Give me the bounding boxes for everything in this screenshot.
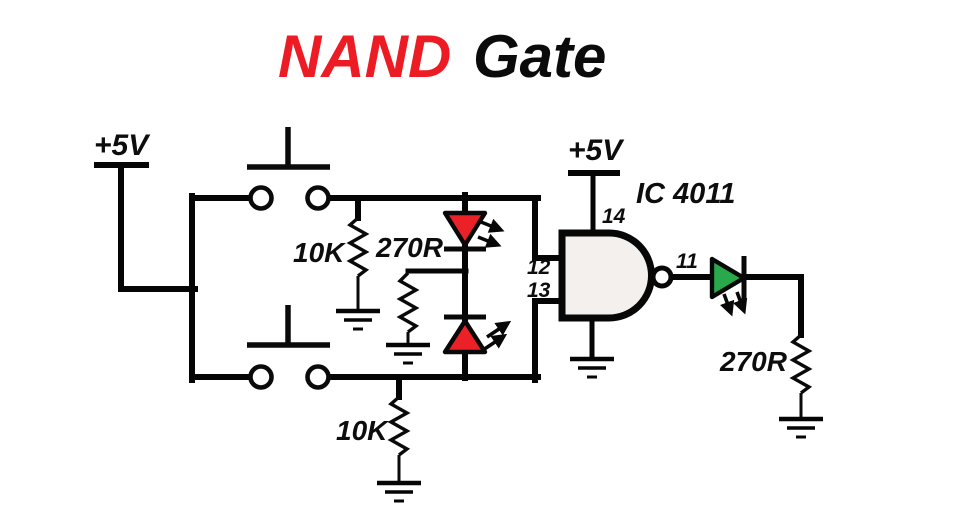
resistor-270r-green — [779, 333, 823, 439]
wire-input-a — [532, 195, 567, 261]
pushbutton-1 — [247, 127, 331, 211]
resistor-10k-top-label: 10K — [293, 237, 346, 268]
ic-name-label: IC 4011 — [636, 178, 735, 210]
resistor-10k-bottom — [377, 374, 421, 503]
wire-input-b — [532, 298, 567, 383]
ground-symbol-1 — [336, 308, 380, 331]
green-led — [709, 256, 748, 317]
page-title-accent: NAND — [278, 23, 451, 90]
supply-left-feed-wire — [118, 164, 198, 292]
pushbutton-1-terminal-right — [305, 185, 331, 211]
ground-symbol-5 — [377, 480, 421, 503]
red-led-2-body — [442, 318, 488, 355]
resistor-10k-bottom-zigzag — [387, 395, 411, 457]
red-led-2 — [442, 314, 512, 355]
red-led-2-light-arrows — [482, 320, 512, 352]
red-led-1-light-arrows — [477, 218, 505, 248]
pushbutton-2 — [247, 305, 331, 390]
pin-13-label: 13 — [527, 279, 551, 302]
red-led-1-body — [442, 210, 488, 248]
resistor-270r-red — [386, 268, 469, 365]
resistor-10k-bottom-label: 10K — [336, 415, 389, 446]
pin-11-label: 11 — [676, 250, 698, 273]
green-led-light-arrows — [719, 291, 748, 317]
wire-output — [668, 274, 804, 338]
pin-14-label: 14 — [602, 205, 626, 228]
resistor-270r-red-zigzag — [396, 271, 420, 334]
supply-ic-rail — [568, 170, 620, 237]
ground-symbol-3 — [570, 356, 614, 379]
pushbutton-2-terminal-left — [248, 364, 274, 390]
ground-symbol-2 — [386, 342, 430, 365]
resistor-270r-green-zigzag — [789, 333, 813, 395]
nand-gate-body — [558, 229, 655, 322]
ground-symbol-4 — [779, 416, 823, 439]
nand-gate-symbol — [558, 229, 674, 379]
green-led-body — [709, 256, 747, 300]
resistor-270r-red-label: 270R — [375, 232, 444, 263]
resistor-10k-top-zigzag — [346, 216, 370, 278]
page-title-plain: Gate — [473, 23, 606, 90]
supply-ic-label: +5V — [568, 134, 625, 167]
inverter-bubble — [650, 265, 674, 289]
red-led-1 — [442, 210, 505, 252]
pin-12-label: 12 — [527, 256, 551, 279]
resistor-10k-top — [336, 195, 380, 331]
supply-left-label: +5V — [94, 129, 151, 162]
pushbutton-2-terminal-right — [305, 364, 331, 390]
pushbutton-1-terminal-left — [248, 185, 274, 211]
resistor-270r-green-label: 270R — [719, 346, 788, 377]
